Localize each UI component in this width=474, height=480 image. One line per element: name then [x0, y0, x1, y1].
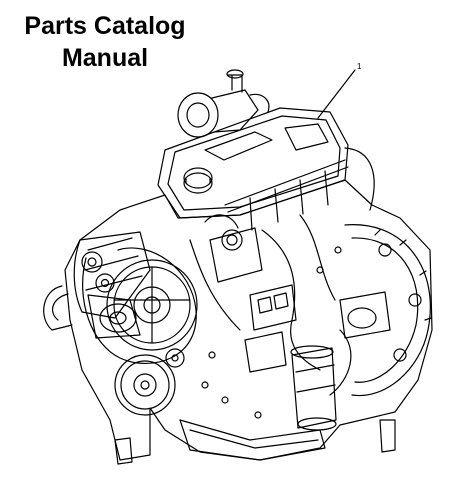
title-line-1: Parts Catalog: [24, 12, 186, 40]
page-title: Parts Catalog Manual: [0, 10, 210, 74]
title-line-2: Manual: [61, 44, 149, 72]
callout-number: 1: [357, 62, 362, 71]
